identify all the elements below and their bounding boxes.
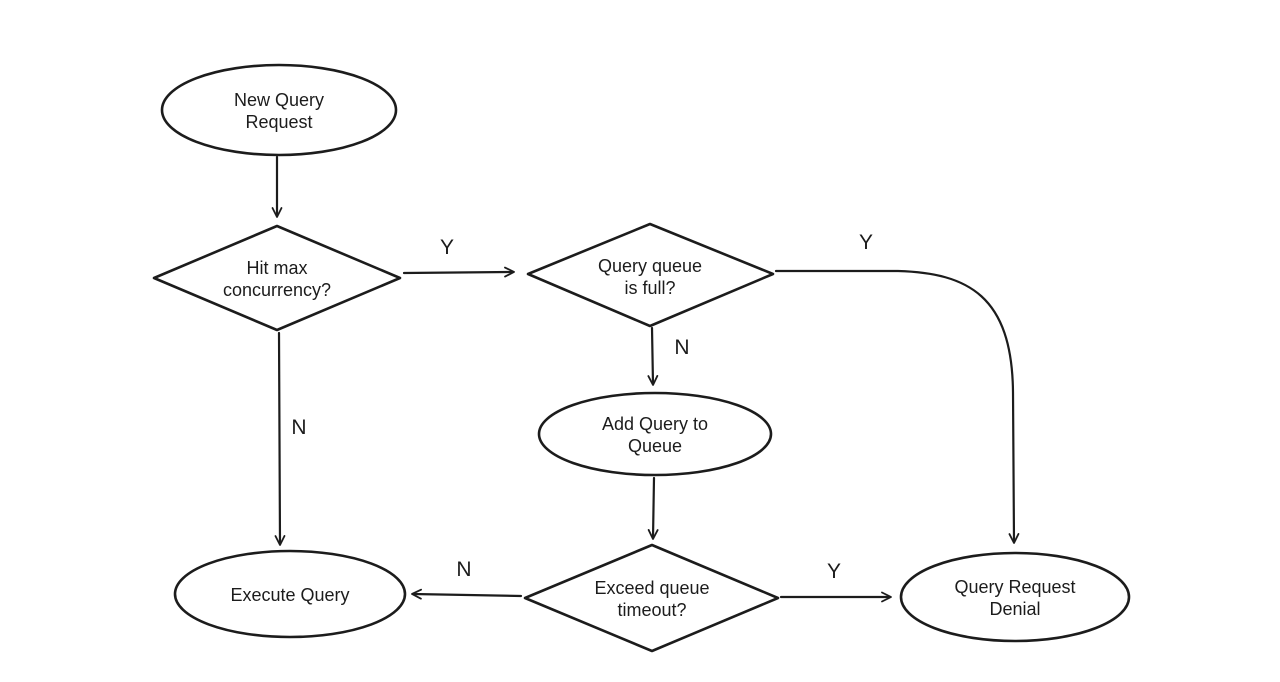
node-query-queue-full: Query queue is full? — [526, 222, 775, 328]
diamond-exceed-queue-timeout — [523, 543, 780, 653]
node-add-query-to-queue: Add Query to Queue — [537, 391, 773, 477]
edge-queue-full-no — [647, 326, 659, 386]
edge-queue-to-timeout — [647, 476, 659, 540]
node-hit-max-concurrency: Hit max concurrency? — [152, 224, 402, 332]
edge-label-hit-max-no: N — [291, 416, 306, 439]
node-label: Hit max — [246, 258, 307, 278]
node-label: Request — [245, 112, 312, 132]
ellipse-new-query-request — [160, 63, 398, 157]
node-new-query-request: New Query Request — [160, 63, 398, 157]
node-execute-query: Execute Query — [173, 549, 407, 639]
node-label: Denial — [989, 599, 1040, 619]
edge-hit-max-no — [274, 331, 286, 546]
diamond-query-queue-full — [526, 222, 775, 328]
ellipse-execute-query — [173, 549, 407, 639]
node-label: Query queue — [598, 256, 702, 276]
diamond-hit-max-concurrency — [152, 224, 402, 332]
edge-hit-max-yes — [402, 266, 515, 278]
edge-label-timeout-yes: Y — [827, 560, 841, 583]
node-exceed-queue-timeout: Exceed queue timeout? — [523, 543, 780, 653]
edge-timeout-no — [411, 588, 523, 600]
edge-label-timeout-no: N — [456, 558, 471, 581]
edge-labels: Y N Y N N Y — [291, 231, 873, 583]
node-label: Add Query to — [602, 414, 708, 434]
node-label: Queue — [628, 436, 682, 456]
node-label: Query Request — [954, 577, 1075, 597]
edge-queue-full-yes — [774, 269, 1020, 544]
node-label: timeout? — [617, 600, 686, 620]
edge-label-hit-max-yes: Y — [440, 236, 454, 259]
node-label: concurrency? — [223, 280, 331, 300]
edges — [271, 155, 1020, 603]
node-label: New Query — [234, 90, 324, 110]
ellipse-query-request-denial — [899, 551, 1131, 643]
node-label: Exceed queue — [594, 578, 709, 598]
ellipse-add-query-to-queue — [537, 391, 773, 477]
edge-label-queue-full-yes: Y — [859, 231, 873, 254]
node-query-request-denial: Query Request Denial — [899, 551, 1131, 643]
edge-label-queue-full-no: N — [674, 336, 689, 359]
node-label: Execute Query — [230, 585, 349, 605]
node-label: is full? — [624, 278, 675, 298]
